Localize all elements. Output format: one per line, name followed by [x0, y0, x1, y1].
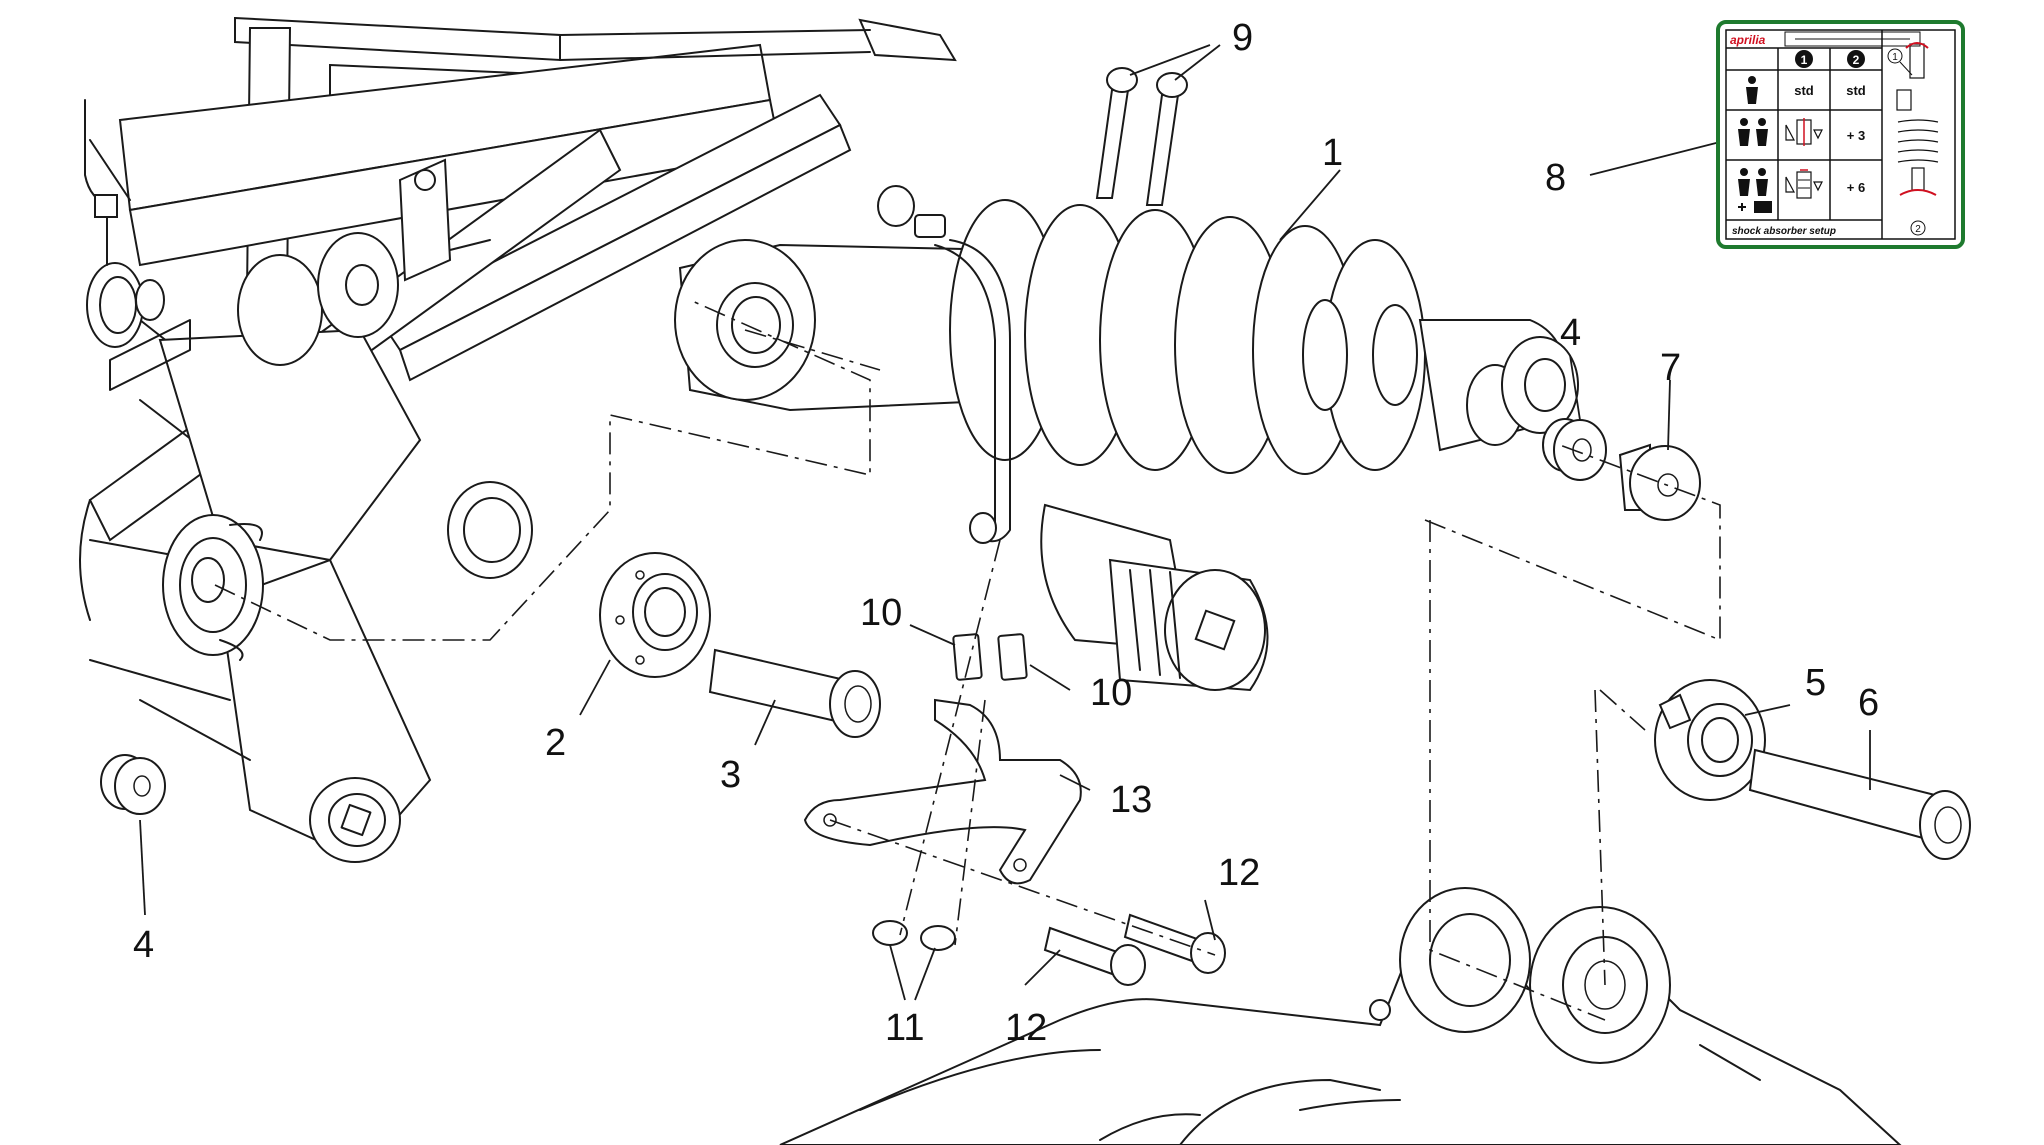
- callout-7: 7: [1660, 347, 1681, 389]
- callout-6: 6: [1858, 682, 1879, 724]
- callout-13: 13: [1110, 779, 1152, 821]
- callout-10-top: 10: [860, 592, 902, 634]
- label-step1: 1: [1892, 52, 1898, 63]
- label-caption: shock absorber setup: [1732, 226, 1836, 237]
- callout-12-lower: 12: [1005, 1007, 1047, 1049]
- callout-1: 1: [1322, 132, 1343, 174]
- shock-absorber: [674, 185, 1579, 692]
- part-6-bolt: [1748, 748, 1971, 860]
- part-4-bush-right: [1542, 418, 1607, 481]
- label-col2: 2: [1853, 53, 1860, 67]
- part-12-bolts: [1043, 913, 1226, 986]
- part-4-bush-left: [100, 754, 166, 815]
- callout-2: 2: [545, 722, 566, 764]
- part-13-bracket: [803, 698, 1082, 885]
- leader-lines: [139, 44, 1871, 1001]
- part-9-bolts: [1095, 67, 1188, 206]
- callout-4-left: 4: [133, 924, 154, 966]
- callout-10-right: 10: [1090, 672, 1132, 714]
- shock-sketch-icon: 1 2: [1887, 42, 1939, 236]
- callout-12-upper: 12: [1218, 852, 1260, 894]
- label-row1-col1: std: [1794, 83, 1814, 98]
- callout-4-right: 4: [1560, 312, 1581, 354]
- part-11-clips: [872, 920, 956, 951]
- part-2-mount-plate: [599, 552, 711, 678]
- label-step2: 2: [1915, 224, 1921, 235]
- rider-passenger-icon: [1738, 118, 1768, 146]
- label-border: [1716, 20, 1965, 249]
- assembly-axes: [214, 299, 1721, 1021]
- swingarm: [779, 887, 1902, 1145]
- part-5-mount-plate: [1654, 679, 1766, 801]
- label-row2-col2: + 3: [1847, 128, 1865, 143]
- preload-adjuster: [84, 99, 191, 391]
- callout-5: 5: [1805, 662, 1826, 704]
- callout-8: 8: [1545, 157, 1566, 199]
- callout-3: 3: [720, 754, 741, 796]
- shock-setup-label: aprilia 1 2: [1716, 20, 1965, 249]
- label-col1: 1: [1801, 53, 1808, 67]
- rider-icon: [1746, 76, 1758, 104]
- part-10-pads: [952, 633, 1028, 681]
- part-3-bolt: [708, 648, 881, 738]
- label-brand: aprilia: [1730, 33, 1766, 47]
- callout-9: 9: [1232, 17, 1253, 59]
- callout-11: 11: [885, 1007, 924, 1049]
- rider-passenger-luggage-icon: [1738, 168, 1772, 213]
- label-row3-col2: + 6: [1847, 180, 1865, 195]
- callout-numbers: 1 2 3 4 4 5 6 7 8 9 10 10 11 12 12 13: [133, 17, 1879, 1049]
- part-7-spacer: [1618, 443, 1701, 521]
- preload-adjust-icon: [1785, 118, 1823, 146]
- preload-adjust-icon-2: [1785, 169, 1823, 199]
- label-row1-col2: std: [1846, 83, 1866, 98]
- frame-rear-section: [79, 16, 957, 863]
